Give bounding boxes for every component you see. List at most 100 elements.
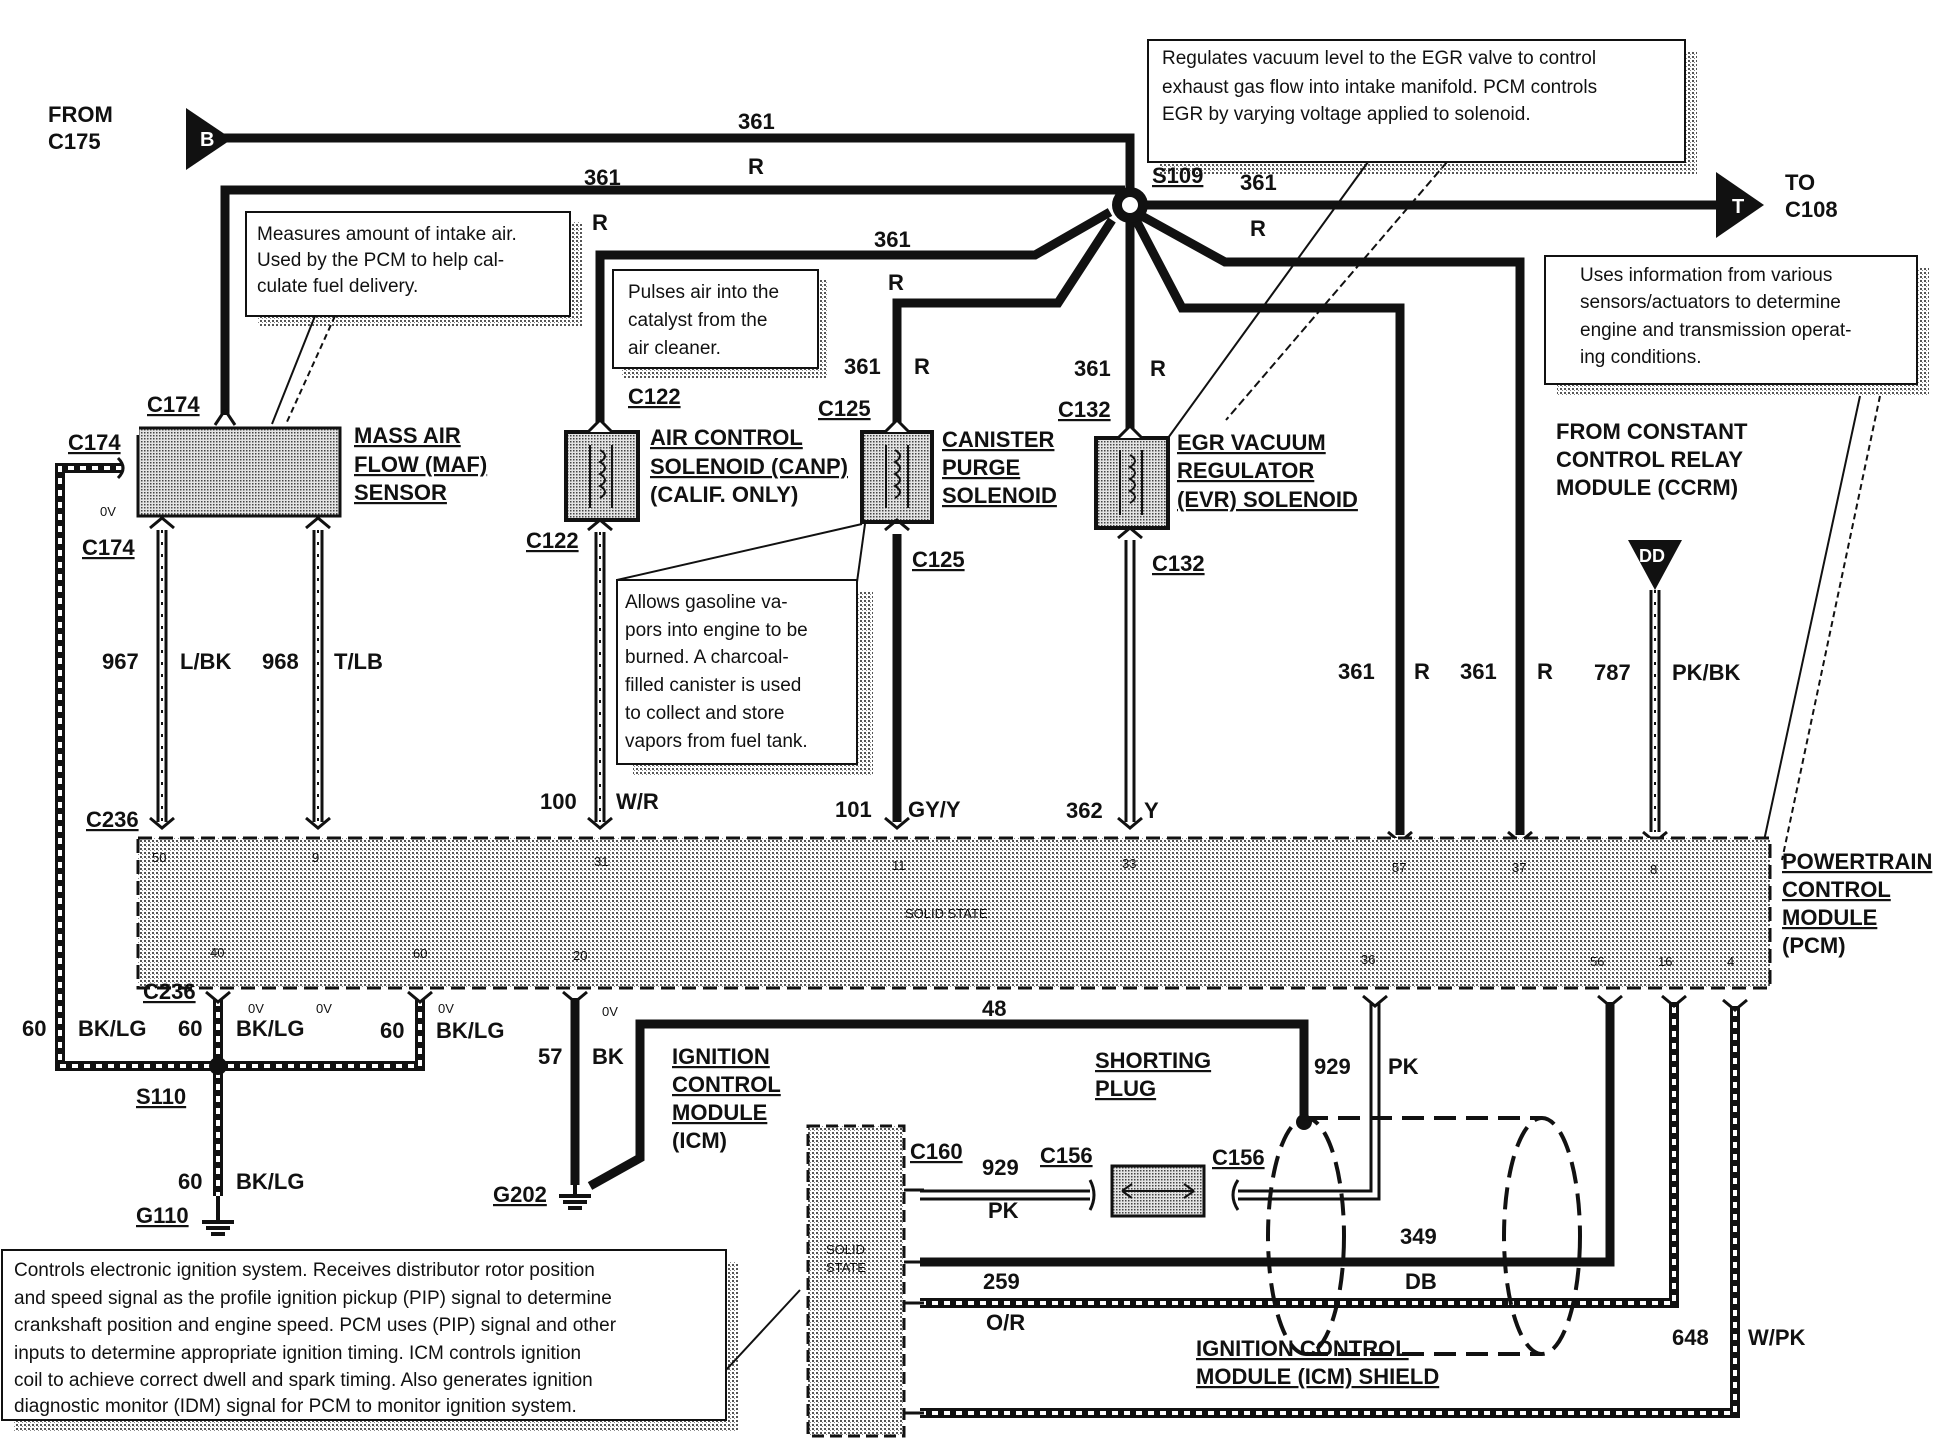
svg-text:8: 8	[1650, 862, 1657, 877]
svg-text:IGNITION CONTROL: IGNITION CONTROL	[1196, 1336, 1409, 1361]
svg-text:B: B	[200, 129, 214, 151]
svg-text:48: 48	[982, 996, 1006, 1021]
svg-text:37: 37	[1512, 860, 1526, 875]
svg-text:EGR VACUUM: EGR VACUUM	[1177, 430, 1326, 455]
svg-text:R: R	[888, 270, 904, 295]
svg-text:259: 259	[983, 1269, 1020, 1294]
note-pcm: Uses information from various sensors/ac…	[1544, 255, 1929, 396]
svg-text:R: R	[1414, 659, 1430, 684]
svg-text:TO: TO	[1785, 170, 1815, 195]
svg-text:IGNITION: IGNITION	[672, 1044, 770, 1069]
svg-text:50: 50	[152, 850, 166, 865]
svg-text:967: 967	[102, 649, 139, 674]
svg-text:361: 361	[1338, 659, 1375, 684]
svg-text:CONTROL RELAY: CONTROL RELAY	[1556, 447, 1743, 472]
svg-text:to collect and store: to collect and store	[625, 703, 784, 724]
svg-text:engine and transmission operat: engine and transmission operat-	[1580, 320, 1851, 341]
wire-60-left	[55, 456, 218, 1071]
svg-text:57: 57	[1392, 860, 1406, 875]
note-icm: Controls electronic ignition system. Rec…	[1, 1249, 738, 1432]
svg-text:C160: C160	[910, 1139, 963, 1164]
svg-text:sensors/actuators to determine: sensors/actuators to determine	[1580, 292, 1841, 313]
labels-pcm-right: FROM CONSTANT CONTROL RELAY MODULE (CCRM…	[1338, 419, 1932, 958]
svg-text:4: 4	[1727, 954, 1734, 969]
wire-349	[920, 994, 1623, 1267]
note-maf: Measures amount of intake air. Used by t…	[245, 211, 582, 326]
labels-top: FROM C175 361 R 361 R S109 361 R TO C108…	[48, 102, 1838, 381]
svg-text:R: R	[1250, 216, 1266, 241]
pcm-pins: 50 9 31 11 33 57 37 8 40 60 20 36 56 16 …	[152, 850, 1734, 969]
svg-text:FLOW (MAF): FLOW (MAF)	[354, 452, 487, 477]
svg-text:pors into engine to be: pors into engine to be	[625, 620, 808, 641]
labels-canp: C122 AIR CONTROL SOLENOID (CANP) (CALIF.…	[526, 384, 848, 814]
svg-text:vapors from fuel tank.: vapors from fuel tank.	[625, 731, 808, 752]
svg-text:R: R	[592, 210, 608, 235]
svg-text:C236: C236	[143, 979, 196, 1004]
svg-text:BK/LG: BK/LG	[236, 1169, 304, 1194]
svg-text:56: 56	[1590, 954, 1604, 969]
svg-text:CONTROL: CONTROL	[672, 1072, 781, 1097]
connector-t-icon: T	[1716, 172, 1764, 238]
labels-evr: C132 EGR VACUUM REGULATOR (EVR) SOLENOID…	[1058, 397, 1358, 823]
labels-maf: C174 C174 0V C174 MASS AIR FLOW (MAF) SE…	[68, 392, 487, 832]
svg-text:STATE: STATE	[826, 1260, 866, 1275]
ground-g110-icon	[202, 1196, 234, 1236]
svg-text:filled canister is used: filled canister is used	[625, 675, 801, 696]
svg-text:R: R	[748, 154, 764, 179]
svg-text:culate fuel delivery.: culate fuel delivery.	[257, 276, 418, 297]
wire-362	[1117, 526, 1143, 830]
svg-text:CANISTER: CANISTER	[942, 427, 1055, 452]
svg-text:MODULE: MODULE	[1782, 905, 1877, 930]
svg-text:60: 60	[178, 1016, 202, 1041]
svg-text:0V: 0V	[316, 1001, 332, 1016]
svg-text:C108: C108	[1785, 197, 1838, 222]
svg-text:(EVR) SOLENOID: (EVR) SOLENOID	[1177, 487, 1358, 512]
svg-text:MODULE: MODULE	[672, 1100, 767, 1125]
svg-text:16: 16	[1658, 954, 1672, 969]
svg-text:C122: C122	[628, 384, 681, 409]
svg-text:Regulates vacuum level to the: Regulates vacuum level to the EGR valve …	[1162, 48, 1596, 69]
wire-929	[920, 994, 1388, 1211]
svg-text:SOLENOID: SOLENOID	[942, 483, 1057, 508]
svg-text:(ICM): (ICM)	[672, 1128, 727, 1153]
wire-101	[884, 518, 910, 830]
svg-text:and speed signal as the profil: and speed signal as the profile ignition…	[14, 1288, 612, 1309]
svg-text:648: 648	[1672, 1325, 1709, 1350]
svg-text:MASS AIR: MASS AIR	[354, 423, 461, 448]
svg-text:C174: C174	[82, 535, 135, 560]
wires-ground-60	[205, 990, 433, 1196]
svg-text:361: 361	[584, 165, 621, 190]
svg-text:SENSOR: SENSOR	[354, 480, 447, 505]
svg-text:EGR by varying voltage applied: EGR by varying voltage applied to soleno…	[1162, 104, 1531, 125]
svg-text:PURGE: PURGE	[942, 455, 1020, 480]
ground-g202-icon	[559, 1185, 591, 1210]
svg-text:0V: 0V	[438, 1001, 454, 1016]
svg-text:11: 11	[892, 858, 906, 873]
svg-text:C122: C122	[526, 528, 579, 553]
svg-text:MODULE (CCRM): MODULE (CCRM)	[1556, 475, 1738, 500]
svg-text:PLUG: PLUG	[1095, 1076, 1156, 1101]
svg-text:362: 362	[1066, 798, 1103, 823]
svg-text:BK/LG: BK/LG	[436, 1018, 504, 1043]
svg-text:inputs to determine appropriat: inputs to determine appropriate ignition…	[14, 1343, 581, 1364]
note-canp: Pulses air into the catalyst from the ai…	[612, 269, 827, 378]
svg-text:crankshaft position and engine: crankshaft position and engine speed. PC…	[14, 1315, 617, 1336]
svg-text:C132: C132	[1058, 397, 1111, 422]
svg-text:Pulses air into the: Pulses air into the	[628, 282, 779, 303]
svg-text:0V: 0V	[100, 504, 116, 519]
svg-text:FROM: FROM	[48, 102, 113, 127]
svg-text:T/LB: T/LB	[334, 649, 383, 674]
svg-text:(CALIF. ONLY): (CALIF. ONLY)	[650, 482, 798, 507]
svg-text:Controls electronic ignition s: Controls electronic ignition system. Rec…	[14, 1260, 595, 1281]
svg-text:361: 361	[1240, 170, 1277, 195]
svg-text:0V: 0V	[248, 1001, 264, 1016]
svg-text:PK: PK	[1388, 1054, 1419, 1079]
svg-text:G202: G202	[493, 1182, 547, 1207]
svg-text:coil to achieve correct dwell: coil to achieve correct dwell and spark …	[14, 1370, 593, 1391]
icm-module: SOLID STATE	[806, 1124, 924, 1438]
svg-text:C132: C132	[1152, 551, 1205, 576]
wire-259	[920, 994, 1687, 1308]
svg-text:Used by the PCM to help cal-: Used by the PCM to help cal-	[257, 250, 504, 271]
svg-text:968: 968	[262, 649, 299, 674]
